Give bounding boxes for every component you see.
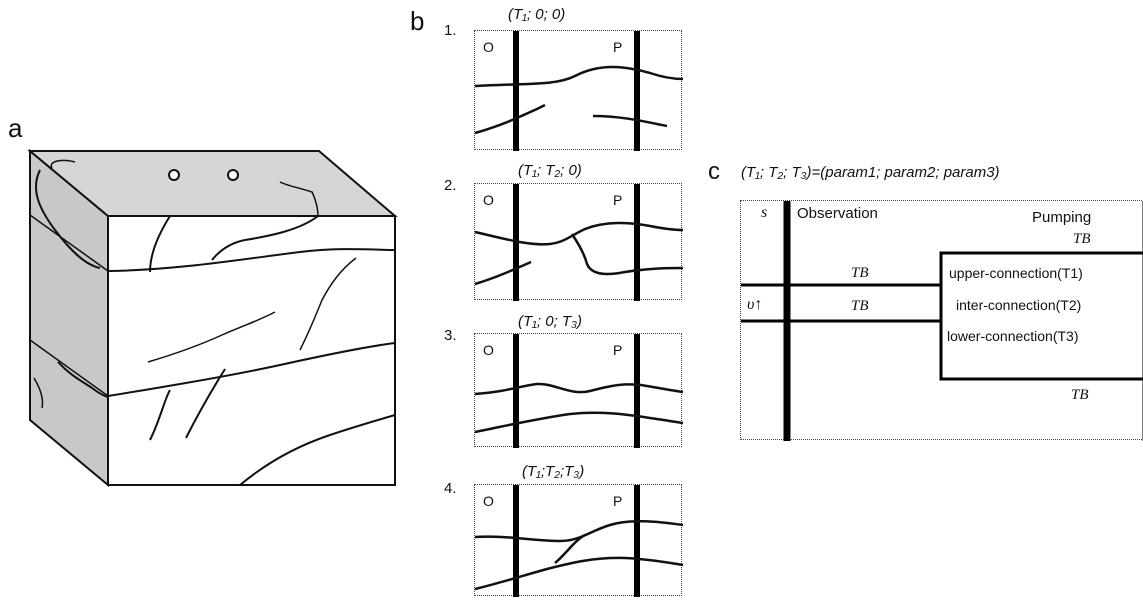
pumping-label: Pumping (1032, 209, 1092, 226)
fracture (35, 169, 101, 269)
case-1-frame: O P (474, 30, 684, 151)
bedding-plane-upper (107, 248, 396, 272)
observation-well-label: O (483, 493, 494, 509)
pumping-well-label: P (613, 39, 623, 55)
case-2-frame: O P (474, 183, 684, 301)
inter-connection-label: inter-connection(T2) (956, 297, 1082, 313)
fracture (239, 414, 396, 486)
fracture (149, 389, 171, 441)
panel-c-letter: c (708, 158, 720, 185)
case-3-caption: (T₁; 0; T₃) (518, 313, 583, 330)
observation-well-marker (168, 169, 180, 181)
case-3-number: 3. (444, 327, 457, 344)
upper-fracture (474, 65, 684, 88)
observation-well-label: O (483, 342, 494, 358)
panel-b-letter: b (410, 6, 425, 36)
bedding-left-lower (29, 339, 109, 397)
fracture (147, 311, 276, 363)
upper-fracture (474, 382, 684, 396)
upper-fracture (474, 221, 684, 246)
case-4-fracture-map (474, 485, 684, 597)
case-2-number: 2. (444, 177, 457, 194)
case-3-frame: O P (474, 333, 684, 448)
connection-box (939, 251, 1143, 381)
pumping-well-label: P (613, 192, 623, 208)
pumping-well-label: P (613, 342, 623, 358)
observation-label: Observation (797, 205, 878, 222)
case-4-number: 4. (444, 480, 457, 497)
case-1-number: 1. (444, 22, 457, 39)
case-3-fracture-map (474, 334, 684, 448)
case-4-frame: O P (474, 484, 684, 597)
s-label: s (761, 204, 768, 221)
fracture (279, 181, 319, 217)
case-4-caption: (T₁;T₂;T₃) (522, 463, 585, 480)
pumping-well-label: P (613, 493, 623, 509)
lower-connection-label: lower-connection(T3) (947, 328, 1079, 344)
lower-fracture (474, 556, 684, 591)
conceptual-model-schematic (741, 201, 1143, 441)
case-2-caption: (T₁; T₂; 0) (518, 162, 582, 179)
fracture (57, 361, 109, 398)
tb-upper-label: TB (851, 265, 869, 281)
tb-top-label: TB (1073, 231, 1091, 247)
bedding-plane-lower (107, 342, 396, 397)
case-1-caption: (T₁; 0; 0) (508, 6, 566, 23)
pumping-well-marker (227, 169, 239, 181)
lower-fracture-left (474, 260, 532, 286)
lower-fracture-left (474, 103, 546, 135)
fracture (33, 377, 44, 409)
velocity-label: υ↑ (747, 296, 763, 313)
fracture (299, 257, 357, 351)
conceptual-model-frame: s Observation Pumping TB TB TB υ↑ upper-… (740, 200, 1143, 441)
upper-connection-label: upper-connection(T1) (949, 265, 1083, 281)
tb-bottom-label: TB (1071, 387, 1089, 403)
inter-fracture (554, 533, 586, 564)
fracture (149, 215, 171, 273)
parameter-formula: (T₁; T₂; T₃)=(param1; param2; param3) (741, 164, 1000, 181)
panel-a-letter: a (8, 113, 23, 143)
fracture (185, 368, 226, 439)
lower-fracture (474, 411, 684, 434)
inter-fracture (570, 233, 684, 276)
observation-well-label: O (483, 192, 494, 208)
bedding-left-upper (29, 214, 109, 272)
observation-well-label: O (483, 39, 494, 55)
tb-lower-label: TB (851, 298, 869, 314)
fracture (50, 159, 76, 169)
case-1-fracture-map (474, 31, 684, 151)
fracture (211, 215, 319, 261)
fractured-rock-block-diagram (27, 148, 398, 488)
lower-fracture-right (592, 114, 668, 128)
case-2-fracture-map (474, 184, 684, 301)
